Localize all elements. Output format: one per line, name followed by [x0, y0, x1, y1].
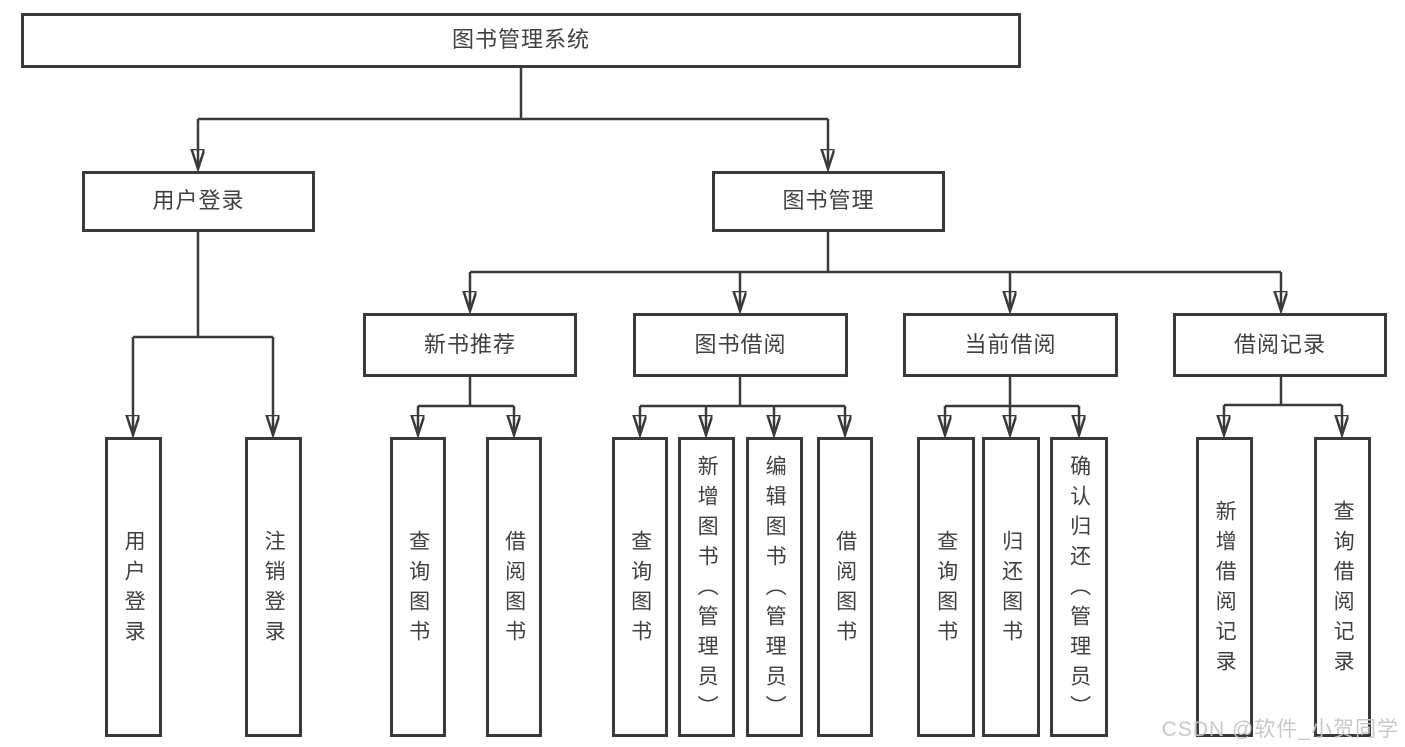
leaf-user-login: 用户登录	[105, 437, 162, 737]
leaf-borrow-books: 借阅图书	[817, 437, 873, 737]
leaf-query-books-borrow: 查询图书	[612, 437, 668, 737]
node-new-book-recommend: 新书推荐	[363, 313, 577, 377]
leaf-return-book: 归还图书	[982, 437, 1040, 737]
leaf-logout: 注销登录	[245, 437, 302, 737]
leaf-confirm-return-admin: 确认归还（管理员）	[1050, 437, 1108, 737]
leaf-query-borrow-record: 查询借阅记录	[1314, 437, 1371, 737]
leaf-borrow-books-recommend: 借阅图书	[486, 437, 542, 737]
leaf-query-books-current: 查询图书	[917, 437, 975, 737]
node-book-management: 图书管理	[712, 171, 945, 232]
leaf-edit-book-admin: 编辑图书（管理员）	[746, 437, 803, 737]
node-user-login: 用户登录	[82, 171, 315, 232]
node-root-library-management-system: 图书管理系统	[21, 13, 1021, 68]
leaf-add-borrow-record: 新增借阅记录	[1196, 437, 1253, 737]
csdn-watermark: CSDN @软件_小贺同学	[1161, 718, 1399, 741]
leaf-query-books-recommend: 查询图书	[390, 437, 446, 737]
node-current-borrowing: 当前借阅	[903, 313, 1118, 377]
node-book-borrowing: 图书借阅	[633, 313, 848, 377]
node-borrowing-records: 借阅记录	[1173, 313, 1387, 377]
leaf-add-book-admin: 新增图书（管理员）	[678, 437, 735, 737]
